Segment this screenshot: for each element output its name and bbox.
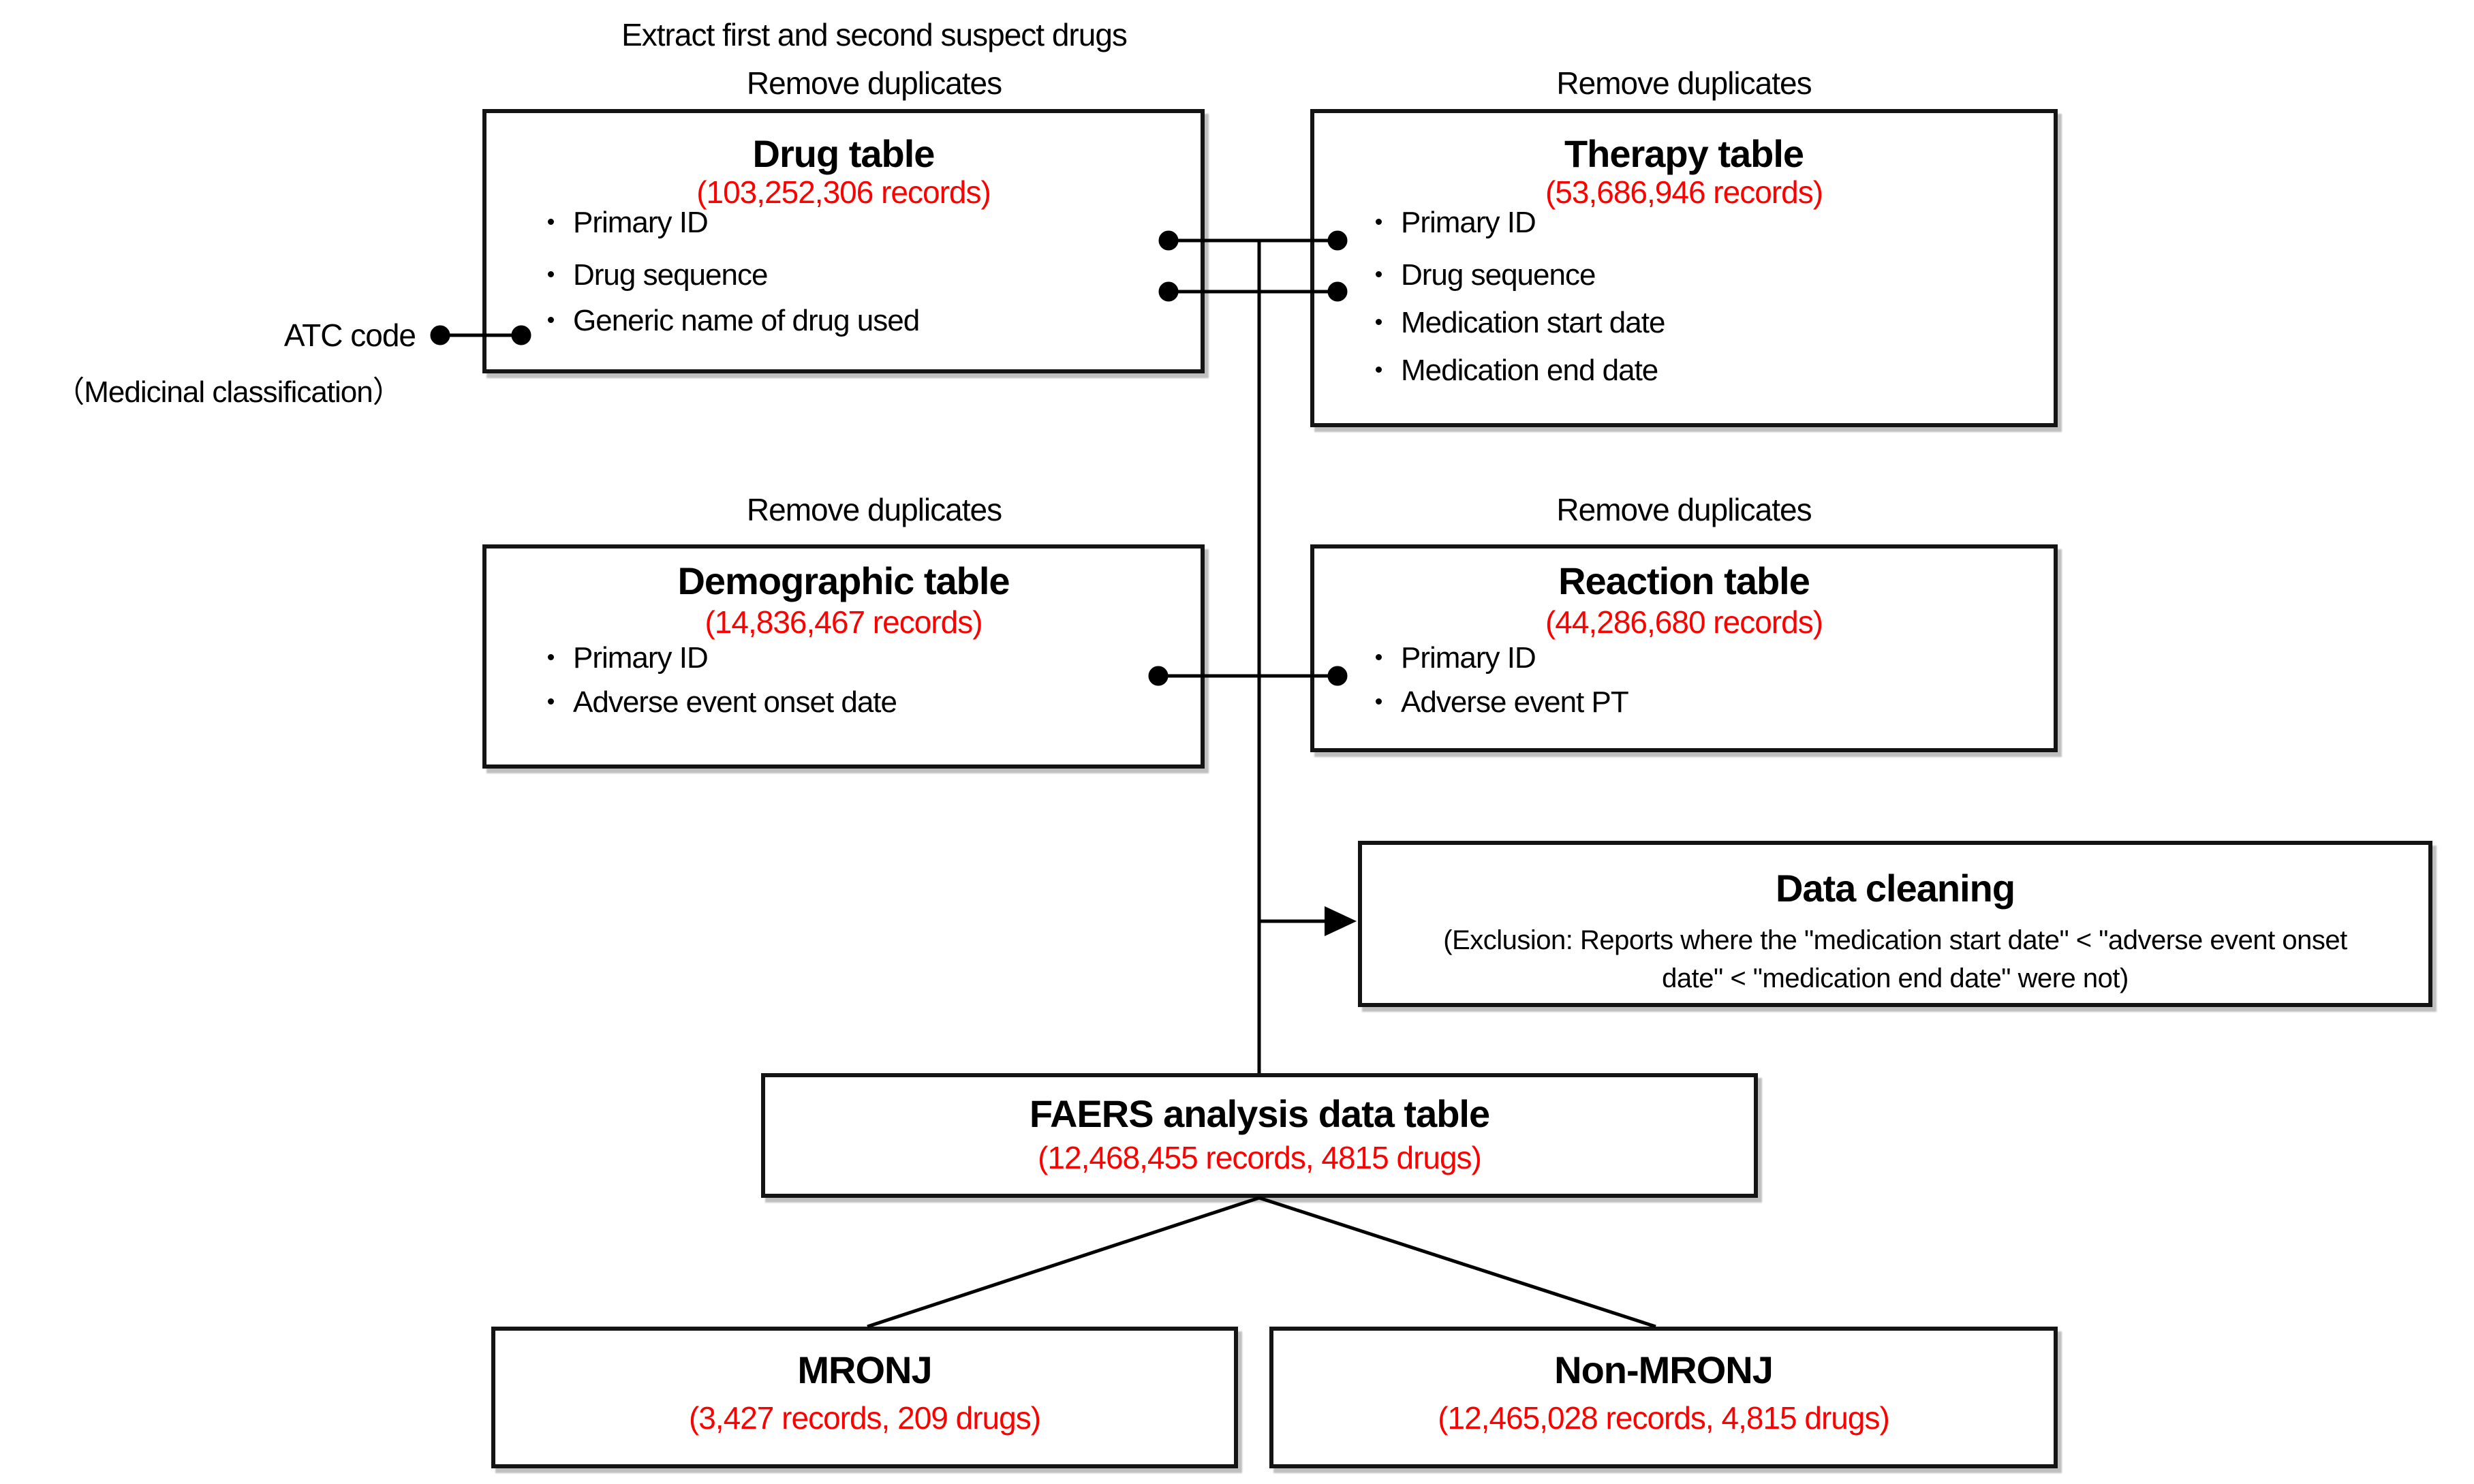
reaction-field-primary-id-label: Primary ID [1401, 641, 1536, 675]
therapy-field-drug-sequence: Drug sequence [1376, 258, 1596, 293]
reaction-table-title: Reaction table [1558, 559, 1810, 602]
drug-field-generic-name-label: Generic name of drug used [573, 304, 920, 337]
connector-dot [430, 325, 450, 345]
demographic-field-primary-id-label: Primary ID [573, 641, 709, 675]
reaction-table-records: (44,286,680 records) [1545, 604, 1823, 640]
demographic-field-onset-date: Adverse event onset date [548, 685, 897, 720]
faers-to-mronj-line [867, 1196, 1260, 1329]
mronj-box: MRONJ (3,427 records, 209 drugs) [491, 1327, 1238, 1468]
reaction-field-adverse-pt: Adverse event PT [1376, 685, 1629, 720]
data-cleaning-arrowhead [1325, 906, 1357, 936]
therapy-table-box: Therapy table (53,686,946 records) Prima… [1310, 109, 2058, 427]
therapy-table-title: Therapy table [1564, 132, 1804, 175]
mronj-records: (3,427 records, 209 drugs) [688, 1400, 1041, 1436]
therapy-field-primary-id: Primary ID [1376, 205, 1536, 241]
label-remove-duplicates-therapy: Remove duplicates [1556, 65, 1812, 101]
label-extract-step: Extract first and second suspect drugs [621, 17, 1128, 52]
faers-analysis-title: FAERS analysis data table [1029, 1092, 1490, 1135]
data-cleaning-title: Data cleaning [1775, 867, 2015, 910]
data-cleaning-box: Data cleaning (Exclusion: Reports where … [1358, 841, 2432, 1007]
non-mronj-records: (12,465,028 records, 4,815 drugs) [1438, 1400, 1890, 1436]
therapy-field-med-start-label: Medication start date [1401, 306, 1665, 339]
drug-table-title: Drug table [752, 132, 936, 175]
demographic-table-box: Demographic table (14,836,467 records) P… [482, 544, 1205, 769]
drug-field-primary-id-label: Primary ID [573, 206, 709, 239]
drug-table-box: Drug table (103,252,306 records) Primary… [482, 109, 1205, 373]
label-remove-duplicates-demographic: Remove duplicates [746, 492, 1002, 527]
therapy-field-med-end-label: Medication end date [1401, 354, 1658, 387]
demographic-table-records: (14,836,467 records) [705, 604, 983, 640]
data-cleaning-exclusion-text: (Exclusion: Reports where the "medicatio… [1443, 925, 2347, 993]
faers-to-non-mronj-line [1258, 1196, 1656, 1329]
therapy-field-drug-sequence-label: Drug sequence [1401, 258, 1596, 292]
reaction-field-adverse-pt-label: Adverse event PT [1401, 685, 1629, 719]
mronj-title: MRONJ [797, 1348, 932, 1391]
demographic-field-primary-id: Primary ID [548, 640, 709, 676]
drug-field-generic-name: Generic name of drug used [548, 303, 920, 339]
faers-analysis-box: FAERS analysis data table (12,468,455 re… [761, 1073, 1758, 1198]
therapy-field-med-start: Medication start date [1376, 305, 1665, 341]
drug-table-records: (103,252,306 records) [696, 174, 991, 210]
therapy-table-records: (53,686,946 records) [1545, 174, 1823, 210]
reaction-field-primary-id: Primary ID [1376, 640, 1536, 676]
drug-field-drug-sequence-label: Drug sequence [573, 258, 768, 292]
drug-field-drug-sequence: Drug sequence [548, 258, 768, 293]
drug-field-primary-id: Primary ID [548, 205, 709, 241]
label-remove-duplicates-drug: Remove duplicates [746, 65, 1002, 101]
non-mronj-title: Non-MRONJ [1554, 1348, 1774, 1391]
label-remove-duplicates-reaction: Remove duplicates [1556, 492, 1812, 527]
reaction-table-box: Reaction table (44,286,680 records) Prim… [1310, 544, 2058, 752]
label-atc-code: ATC code [283, 318, 416, 353]
demographic-field-onset-date-label: Adverse event onset date [573, 685, 897, 719]
demographic-table-title: Demographic table [677, 559, 1010, 602]
faers-analysis-records: (12,468,455 records, 4815 drugs) [1038, 1140, 1482, 1175]
non-mronj-box: Non-MRONJ (12,465,028 records, 4,815 dru… [1269, 1327, 2058, 1468]
label-atc-classification: （Medicinal classification） [55, 375, 403, 409]
therapy-field-primary-id-label: Primary ID [1401, 206, 1536, 239]
therapy-field-med-end: Medication end date [1376, 353, 1658, 388]
